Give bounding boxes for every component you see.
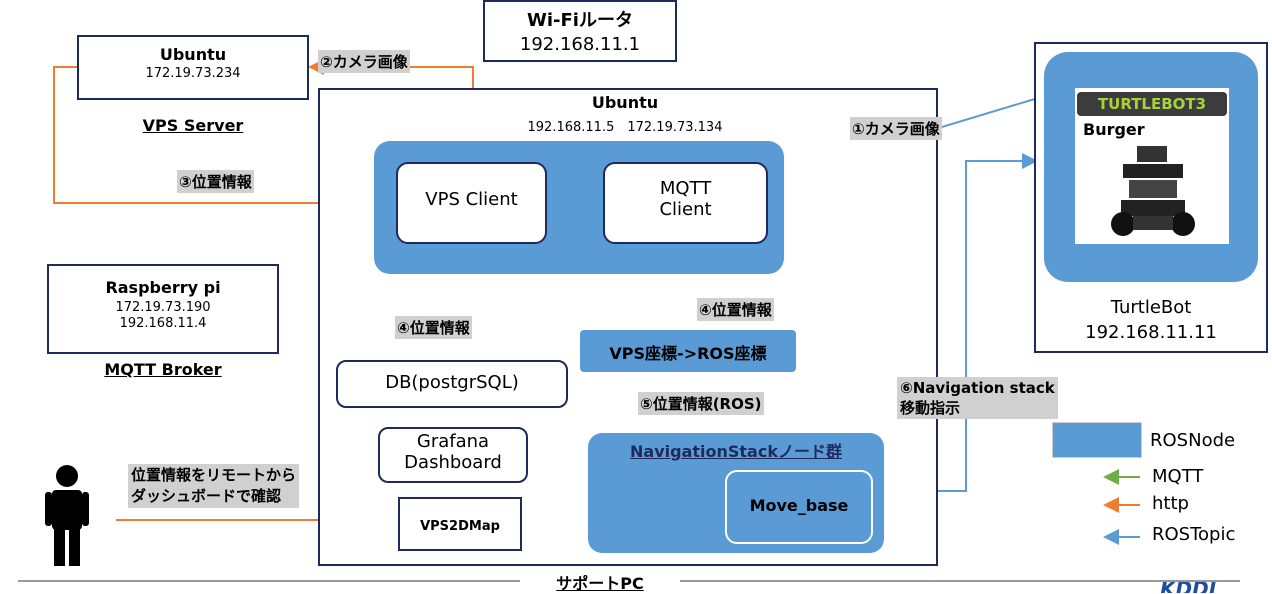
vps-server-title: Ubuntu xyxy=(159,45,227,64)
label-user-remote: 位置情報をリモートから ダッシュボードで確認 xyxy=(128,464,300,508)
raspberry-label: MQTT Broker xyxy=(104,360,222,379)
vps-client-label: VPS Client xyxy=(425,189,518,210)
legend-mqtt-label: MQTT xyxy=(1152,466,1204,487)
raspberry-ip1: 172.19.73.190 xyxy=(115,300,211,315)
legend-http-label: http xyxy=(1152,493,1189,514)
label-position-5: ⑤位置情報(ROS) xyxy=(638,392,764,415)
raspberry-box: Raspberry pi 172.19.73.190 192.168.11.4 xyxy=(47,264,279,354)
legend-rostopic-label: ROSTopic xyxy=(1152,524,1236,545)
turtlebot-name: TurtleBot xyxy=(1110,297,1192,318)
vps-client-node: VPS Client xyxy=(396,162,547,244)
legend-rosnode-label: ROSNode xyxy=(1150,430,1236,451)
vps-server-ip: 172.19.73.234 xyxy=(145,66,241,81)
support-pc-label: サポートPC xyxy=(520,570,680,594)
label-camera-1: ①カメラ画像 xyxy=(850,117,942,140)
label-user-line1: 位置情報をリモートから xyxy=(131,466,297,484)
wifi-router-ip: 192.168.11.1 xyxy=(519,34,641,55)
footer-logo: KDDI xyxy=(1160,582,1216,593)
wifi-router-box: Wi-Fiルータ 192.168.11.1 xyxy=(483,0,677,62)
grafana-node: Grafana Dashboard xyxy=(378,427,528,483)
support-pc-ips: 192.168.11.5 172.19.73.134 xyxy=(527,120,723,135)
arrow-position-to-vps-client xyxy=(53,66,397,211)
label-nav-6-line1: ⑥Navigation stack xyxy=(900,379,1055,397)
label-user-line2: ダッシュボードで確認 xyxy=(131,487,282,505)
person-icon xyxy=(45,465,89,566)
label-position-3: ③位置情報 xyxy=(177,170,254,193)
vps-server-box: Ubuntu 172.19.73.234 xyxy=(77,35,309,100)
label-camera-2: ②カメラ画像 xyxy=(318,50,410,73)
move-base-node: Move_base xyxy=(725,470,873,544)
db-label: DB(postgrSQL) xyxy=(385,372,519,393)
legend-rosnode-swatch xyxy=(1052,422,1142,458)
turtlebot-ip: 192.168.11.11 xyxy=(1085,322,1217,343)
vps2dmap-label: VPS2DMap xyxy=(420,519,500,534)
mqtt-client-node: MQTT Client xyxy=(603,162,768,244)
label-nav-6-line2: 移動指示 xyxy=(900,399,961,417)
mqtt-client-label-2: Client xyxy=(659,199,712,220)
raspberry-ip2: 192.168.11.4 xyxy=(119,316,207,331)
grafana-label-2: Dashboard xyxy=(404,452,502,473)
label-position-4a: ④位置情報 xyxy=(395,316,472,339)
turtlebot-logo: TURTLEBOT3 xyxy=(1077,92,1227,116)
turtlebot-image: TURTLEBOT3 Burger xyxy=(1075,88,1229,244)
label-position-4b: ④位置情報 xyxy=(697,298,774,321)
db-node: DB(postgrSQL) xyxy=(336,360,568,408)
raspberry-title: Raspberry pi xyxy=(105,278,221,297)
grafana-label-1: Grafana xyxy=(416,431,490,452)
wifi-router-title: Wi-Fiルータ xyxy=(527,10,633,31)
nav-group-label: NavigationStackノード群 xyxy=(630,442,842,461)
move-base-label: Move_base xyxy=(749,496,849,515)
support-pc-title: Ubuntu xyxy=(591,93,659,112)
label-nav-6: ⑥Navigation stack 移動指示 xyxy=(897,377,1058,419)
vps2dmap-node: VPS2DMap xyxy=(398,497,522,551)
vps-to-ros-label: VPS座標->ROS座標 xyxy=(609,344,767,363)
robot-icon xyxy=(1111,146,1195,236)
vps-server-label: VPS Server xyxy=(142,116,244,135)
mqtt-client-label-1: MQTT xyxy=(659,178,712,199)
vps-to-ros-node: VPS座標->ROS座標 xyxy=(578,328,798,374)
turtlebot-model: Burger xyxy=(1083,120,1145,139)
